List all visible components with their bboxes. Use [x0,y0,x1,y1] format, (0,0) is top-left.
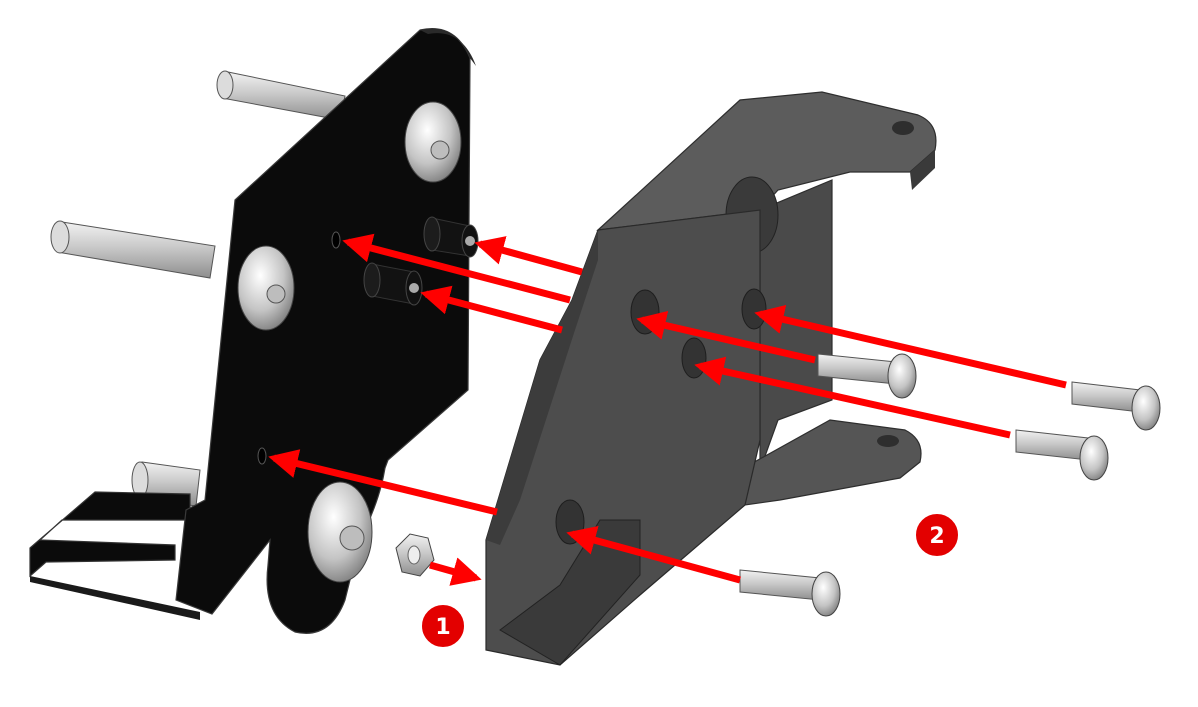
screw-3 [1015,429,1109,481]
plate-hole-lower [257,447,267,465]
assembly-arrows [268,233,1067,586]
standoff-upper [423,216,479,258]
arrow-standoff-lower [420,285,563,334]
arrow-screw-2 [636,310,816,364]
grey-bracket [485,91,937,666]
step-badge-1: 1 [420,603,466,649]
rod-top [216,70,346,121]
screw-2 [817,353,917,399]
arrow-standoff-upper [474,236,583,276]
bracket-top-arm [596,91,937,231]
arrow-screw-4 [754,304,1067,389]
plate-screw-top [404,101,462,183]
step-badge-2-label: 2 [929,524,944,549]
screw-4 [1071,381,1161,431]
bracket-hole-b [741,288,767,330]
bracket-hole-c [681,337,707,379]
back-plate-body [175,28,471,634]
step-badge-1-label: 1 [435,615,450,640]
standoff-lower [363,262,423,306]
arrow-plate-hole-upper [342,233,571,304]
arrow-screw-1 [566,526,741,584]
screw-1 [739,569,841,617]
plate-screw-middle [237,245,295,331]
arrow-plate-hole-lower [268,449,498,516]
bracket-bottom-arm [739,419,922,506]
plate-screw-bottom [307,481,373,583]
back-plate-foot [29,491,191,578]
bracket-hole-a [630,289,660,335]
step-badge-2: 2 [914,512,960,558]
back-plate [29,28,479,634]
arrow-screw-3 [694,356,1011,439]
arrow-nut [429,557,482,586]
plate-hole-upper [331,231,341,249]
rod-middle [50,220,216,279]
hex-nut [395,533,435,577]
